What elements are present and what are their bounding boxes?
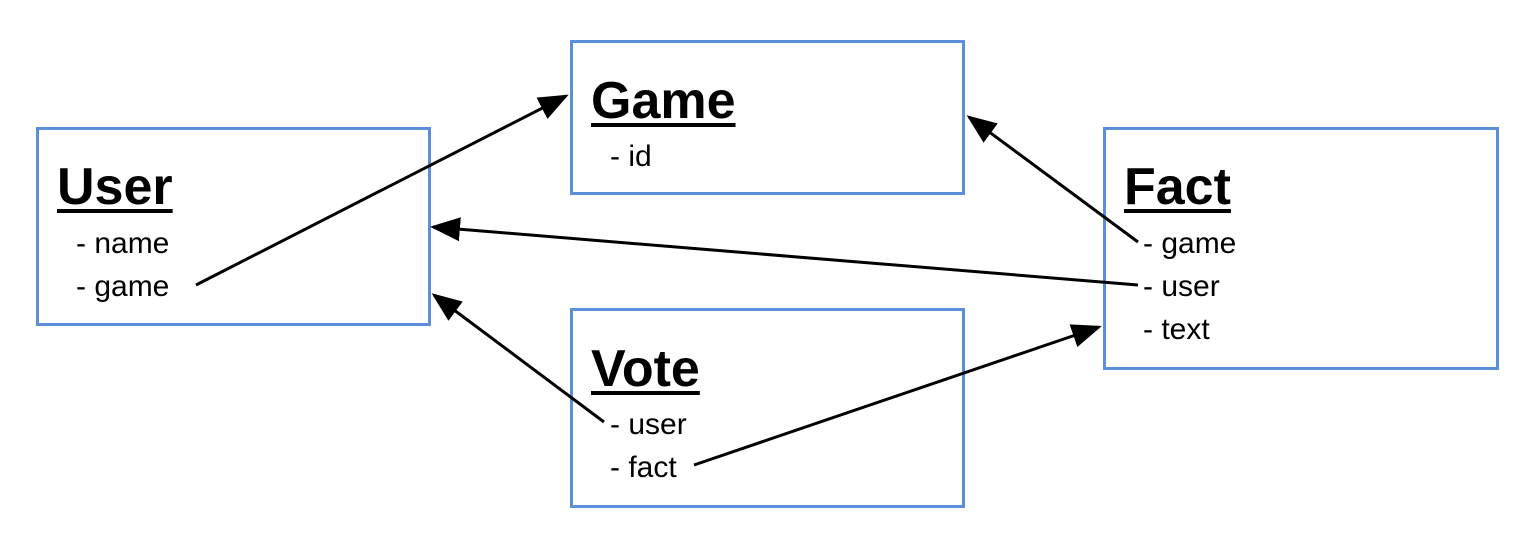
field-game: - game	[76, 270, 170, 303]
field-game: - game	[1143, 227, 1237, 260]
field-user: - user	[1143, 270, 1220, 303]
entity-game: Game - id	[570, 40, 965, 195]
entity-fact: Fact - game - user - text	[1103, 127, 1499, 370]
arrow-fact-user-to-user	[430, 217, 1139, 287]
entity-user: User - name - game	[36, 127, 431, 326]
field-id: - id	[610, 140, 652, 173]
field-text: - text	[1143, 313, 1210, 346]
field-fact: - fact	[610, 451, 677, 484]
field-name: - name	[76, 227, 170, 260]
entity-title: Fact	[1124, 158, 1231, 216]
field-user: - user	[610, 408, 687, 441]
entity-vote: Vote - user - fact	[570, 308, 965, 508]
entity-title: Vote	[591, 340, 700, 398]
entity-title: User	[57, 158, 173, 216]
entity-title: Game	[591, 72, 736, 130]
